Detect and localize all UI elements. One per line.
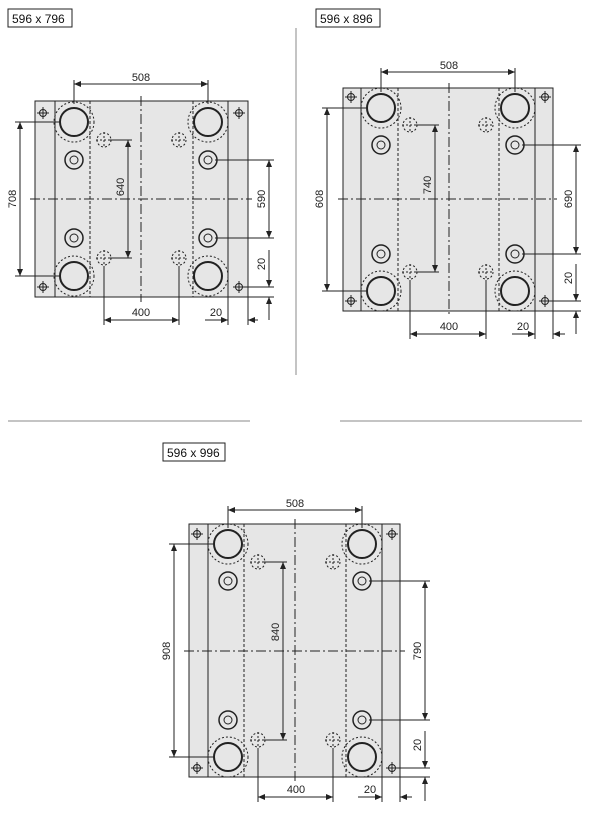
dashed-tap-holes bbox=[96, 132, 187, 266]
dim-inner-label: 640 bbox=[115, 178, 127, 196]
dim-right-label: 690 bbox=[563, 190, 575, 208]
dim-top-label: 508 bbox=[132, 72, 150, 84]
title-box bbox=[162, 442, 226, 462]
corner-marks bbox=[345, 91, 551, 307]
dim-top-label: 508 bbox=[440, 60, 458, 72]
drawing-title: 596 x 796 bbox=[12, 12, 65, 26]
corner-marks bbox=[37, 107, 245, 293]
dim-left-label: 908 bbox=[161, 642, 173, 660]
dim-right-small-label: 20 bbox=[256, 258, 268, 270]
plate bbox=[30, 96, 252, 302]
title-box bbox=[315, 8, 381, 28]
drawing-title: 596 x 896 bbox=[320, 12, 373, 26]
dim-left-label: 608 bbox=[314, 190, 326, 208]
drawing-title: 596 x 996 bbox=[167, 446, 220, 460]
dim-bottom-right-label: 20 bbox=[364, 784, 376, 796]
dim-right-label: 790 bbox=[412, 642, 424, 660]
large-bore-holes bbox=[360, 87, 536, 312]
dim-top-label: 508 bbox=[286, 498, 304, 510]
title-box bbox=[7, 8, 73, 28]
dim-inner-label: 840 bbox=[270, 623, 282, 641]
dashed-tap-holes bbox=[250, 554, 341, 748]
dim-bottom-right-label: 20 bbox=[517, 321, 529, 333]
dashed-tap-holes bbox=[402, 117, 494, 280]
dim-bottom-center-label: 400 bbox=[132, 307, 150, 319]
dimensions: 508 708 640 590 20 400 20 bbox=[7, 72, 274, 325]
corner-marks bbox=[191, 528, 398, 774]
drawing-596x896: 596 x 896 bbox=[314, 8, 581, 339]
counterbore-holes bbox=[218, 571, 372, 730]
plate bbox=[338, 83, 557, 316]
dim-right-small-label: 20 bbox=[563, 272, 575, 284]
dim-inner-label: 740 bbox=[422, 176, 434, 194]
dimensions: 508 908 840 790 20 400 20 bbox=[161, 498, 430, 802]
dimensions: 508 608 740 690 20 400 20 bbox=[314, 60, 581, 339]
dim-bottom-center-label: 400 bbox=[440, 321, 458, 333]
dim-right-small-label: 20 bbox=[412, 739, 424, 751]
dim-left-label: 708 bbox=[7, 190, 19, 208]
drawing-596x796: 596 x 796 bbox=[7, 8, 274, 325]
dim-right-label: 590 bbox=[256, 190, 268, 208]
dim-bottom-center-label: 400 bbox=[287, 784, 305, 796]
plate bbox=[184, 519, 405, 782]
dim-bottom-right-label: 20 bbox=[210, 307, 222, 319]
drawing-596x996: 596 x 996 bbox=[161, 442, 430, 802]
